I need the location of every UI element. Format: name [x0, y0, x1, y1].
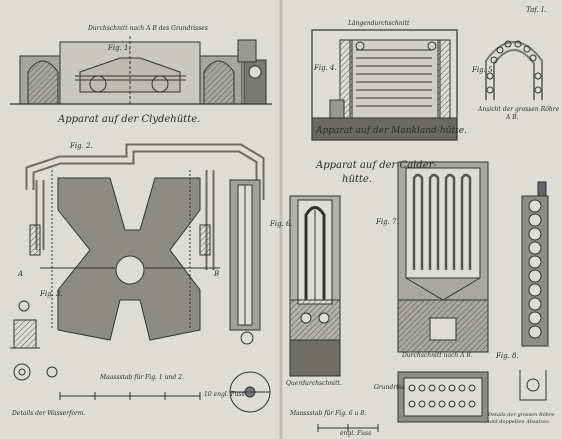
fig5-caption-b: A B.: [506, 114, 519, 121]
fig7-label: Fig. 7.: [376, 218, 399, 226]
scale-bar-fig12: [59, 392, 201, 400]
fig4-title: Längendurchschnitt: [348, 20, 410, 27]
apparat-calder-title-a: Apparat auf der Calder-: [316, 160, 437, 171]
plate-number: Taf. I.: [526, 6, 547, 14]
fig7-calder: [397, 161, 489, 353]
fig5-label: Fig. 5.: [472, 66, 495, 74]
details-rohre: Details der grossen Röhre und doppelten …: [488, 412, 555, 425]
scale-caption-fig12: Maassstab für Fig. 1 und 2.: [100, 374, 184, 381]
fig4-label: Fig. 4.: [314, 64, 337, 72]
grundriss-label: Grundriss: [374, 384, 405, 391]
fig2-label: Fig. 2.: [70, 142, 93, 150]
fig5-caption-a: Ansicht der grossen Röhre: [478, 106, 560, 113]
letter-b: B: [214, 270, 220, 278]
scale-units-fig12: 10 engl. Fuss: [204, 391, 245, 398]
fig3-detail: [10, 300, 58, 381]
apparat-clyde-title: Apparat auf der Clydehütte.: [58, 114, 201, 125]
fig8-label: Fig. 8.: [496, 352, 519, 360]
scale-caption-fig6: Maassstab für Fig. 6 u 8.: [290, 410, 367, 417]
fig8-pipe-column: [519, 181, 549, 401]
apparat-calder-title-b: hütte.: [342, 174, 373, 185]
fig1-title: Durchschnitt nach A B des Grundrisses: [88, 25, 208, 32]
querdurchschnitt-label: Querdurchschnitt.: [286, 380, 342, 387]
fig6-cross-section: [289, 195, 341, 377]
details-wasserform: Details der Wasserform.: [12, 410, 86, 417]
fig2-plan: [25, 143, 265, 345]
fig1-label: Fig. 1.: [108, 44, 131, 52]
scale-bar-fig6: [317, 424, 379, 432]
grundriss-plan: [397, 371, 489, 423]
fig1-elevation: [10, 36, 272, 105]
scale-units-fig6: engl. Fuss: [340, 430, 372, 437]
fig5-large-pipe: [485, 40, 543, 100]
fig6-label: Fig. 6.: [270, 220, 293, 228]
fig3-label: Fig. 3.: [40, 290, 63, 298]
letter-a: A: [18, 270, 24, 278]
durchschnitt-ab-label: Durchschnitt nach A B.: [402, 352, 473, 359]
fig6-flywheel: [229, 371, 271, 413]
apparat-monkland-title: Apparat auf der Monkland-hütte.: [316, 126, 467, 136]
fig4-longitudinal: [311, 29, 458, 141]
